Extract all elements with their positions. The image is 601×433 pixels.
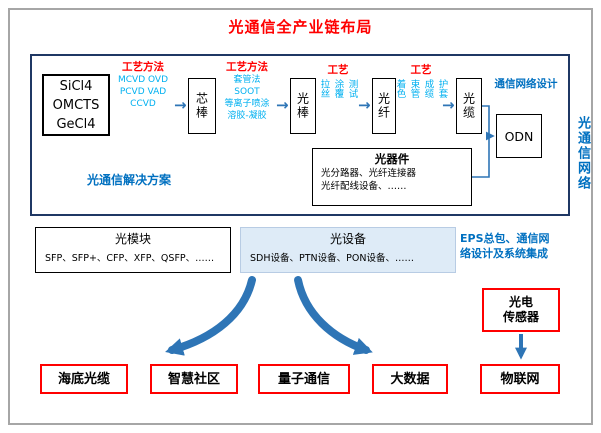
material-sicl4: SiCl4: [59, 78, 93, 94]
core-rod-box: 芯棒: [188, 78, 216, 134]
optical-equipment-box: 光设备 SDH设备、PTN设备、PON设备、……: [240, 227, 456, 273]
process-2-line: SOOT: [234, 87, 260, 97]
app-box-smart-community: 智慧社区: [150, 364, 238, 394]
solution-label: 光通信解决方案: [87, 173, 172, 187]
odn-box: ODN: [496, 114, 542, 158]
components-line: 光纤配线设备、……: [321, 181, 407, 192]
process-2-line: 溶胶-凝胶: [227, 111, 267, 121]
process-4-word: 着色: [394, 79, 406, 98]
flow-arrow-icon: →: [442, 96, 455, 114]
components-title: 光器件: [374, 152, 410, 166]
process-1-line: MCVD OVD: [117, 75, 168, 85]
components-to-odn-connector: [472, 138, 490, 178]
process-3-label: 工艺: [327, 64, 349, 76]
process-2-line: 等离子喷涂: [224, 99, 270, 109]
sensor-label-line: 传感器: [502, 310, 539, 324]
app-box-big-data: 大数据: [372, 364, 448, 394]
process-4-word: 护套: [436, 79, 448, 98]
odn-label: ODN: [504, 128, 534, 144]
process-1-label: 工艺方法: [122, 61, 164, 73]
process-4-word: 束管: [408, 79, 420, 98]
cable-to-odn-connector: [482, 105, 495, 141]
core-rod-label: 芯棒: [194, 92, 209, 120]
process-block-3: 工艺 拉丝 涂覆 测试: [318, 64, 358, 98]
sensor-label-line: 光电: [508, 295, 533, 309]
flow-arrow-icon: →: [174, 96, 187, 114]
module-title: 光模块: [114, 232, 151, 246]
fiber-box: 光纤: [372, 78, 396, 134]
app-box-iot: 物联网: [480, 364, 560, 394]
process-3-word: 涂覆: [332, 79, 344, 98]
process-2-line: 套管法: [233, 75, 261, 85]
process-3-word: 拉丝: [318, 79, 330, 98]
process-block-4: 工艺 着色 束管 成缆 护套: [394, 64, 448, 98]
process-4-label: 工艺: [410, 64, 432, 76]
process-3-word: 测试: [346, 79, 358, 98]
raw-materials-box: SiCl4 OMCTS GeCl4: [42, 74, 110, 136]
process-4-word: 成缆: [422, 79, 434, 98]
eps-label-line: EPS总包、通信网: [460, 232, 550, 245]
app-box-submarine-cable: 海底光缆: [40, 364, 128, 394]
optical-module-box: 光模块 SFP、SFP+、CFP、XFP、QSFP、……: [35, 227, 231, 273]
flow-arrow-icon: →: [276, 96, 289, 114]
photo-sensor-box: 光电 传感器: [482, 288, 560, 332]
cable-label: 光缆: [461, 92, 476, 120]
equipment-items: SDH设备、PTN设备、PON设备、……: [250, 253, 414, 264]
preform-label: 光棒: [295, 92, 310, 120]
module-items: SFP、SFP+、CFP、XFP、QSFP、……: [45, 253, 215, 264]
optical-components-box: 光器件 光分路器、光纤连接器 光纤配线设备、……: [312, 148, 472, 206]
eps-label: EPS总包、通信网 络设计及系统集成: [460, 231, 572, 261]
app-box-quantum-comm: 量子通信: [258, 364, 350, 394]
process-1-line: PCVD VAD: [119, 87, 167, 97]
process-2-label: 工艺方法: [226, 61, 268, 73]
material-gecl4: GeCl4: [56, 116, 96, 132]
outer-frame: [8, 8, 593, 425]
components-line: 光分路器、光纤连接器: [321, 168, 417, 179]
flow-arrow-icon: →: [358, 96, 371, 114]
network-design-label: 通信网络设计: [494, 78, 558, 90]
equipment-title: 光设备: [329, 232, 366, 246]
process-1-line: CCVD: [130, 99, 156, 109]
odn-connector-lines: [472, 105, 495, 178]
process-block-1: 工艺方法 MCVD OVD PCVD VAD CCVD: [112, 61, 174, 110]
eps-label-line: 络设计及系统集成: [460, 247, 548, 260]
process-block-2: 工艺方法 套管法 SOOT 等离子喷涂 溶胶-凝胶: [218, 61, 276, 122]
side-label-optical-network: 光通信网络: [575, 116, 590, 191]
cable-box: 光缆: [456, 78, 482, 134]
material-omcts: OMCTS: [52, 97, 100, 113]
production-chain-box: SiCl4 OMCTS GeCl4 工艺方法 MCVD OVD PCVD VAD…: [30, 54, 570, 216]
page-title: 光通信全产业链布局: [228, 18, 373, 36]
fiber-label: 光纤: [376, 92, 391, 120]
preform-box: 光棒: [290, 78, 316, 134]
